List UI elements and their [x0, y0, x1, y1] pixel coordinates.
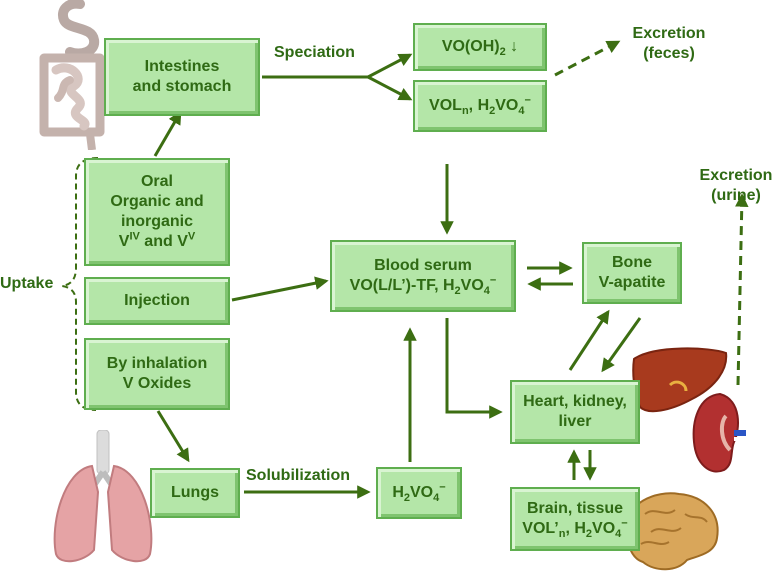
- brain-tissue-box: Brain, tissue VOL’n, H2VO4−: [510, 487, 640, 551]
- blood-serum-box: Blood serum VO(L/L’)-TF, H2VO4−: [330, 240, 516, 312]
- solubilization-label: Solubilization: [246, 467, 350, 484]
- heart-kidney-liver-box: Heart, kidney, liver: [510, 380, 640, 444]
- arrow-speciation-vooh: [367, 53, 413, 79]
- injection-box: Injection: [84, 277, 230, 325]
- lungs-label: Lungs: [171, 484, 219, 501]
- arrow-inhalation-lungs: [156, 410, 190, 463]
- vooh2-formula: VO(OH)2 ↓: [441, 38, 519, 59]
- inhalation-line-2: V Oxides: [122, 375, 192, 392]
- speciation-label: Speciation: [274, 44, 355, 61]
- bone-line-1: Bone: [612, 254, 652, 271]
- arrow-heart-bone: [568, 309, 610, 371]
- arrow-injection-blood: [231, 276, 329, 302]
- inhalation-box: By inhalation V Oxides: [84, 338, 230, 410]
- oral-box: Oral Organic and inorganic VIV and VV: [84, 158, 230, 266]
- intestines-image: [39, 0, 105, 150]
- inhalation-line-1: By inhalation: [106, 355, 208, 372]
- excretion-feces-label: Excretion (feces): [632, 25, 706, 62]
- arrow-blood-heart: [445, 318, 503, 419]
- intestines-box: Intestines and stomach: [104, 38, 260, 116]
- arrow-bone-heart: [601, 317, 642, 373]
- h2vo4-formula: H2VO4−: [392, 481, 446, 505]
- injection-label: Injection: [124, 292, 190, 309]
- oral-line-2: Organic and: [110, 193, 204, 210]
- bone-box: Bone V-apatite: [582, 242, 682, 304]
- vooh2-box: VO(OH)2 ↓: [413, 23, 547, 71]
- brain-line-1: Brain, tissue: [526, 500, 624, 517]
- arrow-excretion-feces: [554, 40, 621, 77]
- uptake-label: Uptake: [0, 275, 54, 292]
- kidney-image: [692, 392, 746, 473]
- lungs-image: [53, 430, 153, 563]
- oral-line-1: Oral: [140, 173, 173, 190]
- h2vo4-box: H2VO4−: [376, 467, 462, 519]
- heart-line-2: liver: [558, 413, 592, 430]
- excretion-urine-label: Excretion (urine): [699, 167, 773, 204]
- arrow-speciation-voln: [367, 75, 413, 101]
- bone-line-2: V-apatite: [598, 274, 666, 291]
- blood-line-2: VO(L/L’)-TF, H2VO4−: [349, 274, 497, 298]
- lungs-box: Lungs: [150, 468, 240, 518]
- oral-line-3: inorganic: [120, 213, 193, 230]
- arrow-oral-intestines: [153, 110, 182, 157]
- oral-line-4: VIV and VV: [118, 230, 196, 250]
- brain-image: [625, 492, 719, 571]
- voln-formula: VOLn, H2VO4−: [429, 94, 531, 118]
- brain-line-2: VOL’n, H2VO4−: [522, 517, 628, 541]
- uptake-bracket: [61, 157, 99, 411]
- intestines-line-1: Intestines: [144, 58, 220, 75]
- intestines-line-2: and stomach: [132, 78, 232, 95]
- blood-line-1: Blood serum: [374, 257, 472, 274]
- arrow-excretion-urine: [735, 193, 749, 386]
- voln-box: VOLn, H2VO4−: [413, 80, 547, 132]
- heart-line-1: Heart, kidney,: [523, 393, 627, 410]
